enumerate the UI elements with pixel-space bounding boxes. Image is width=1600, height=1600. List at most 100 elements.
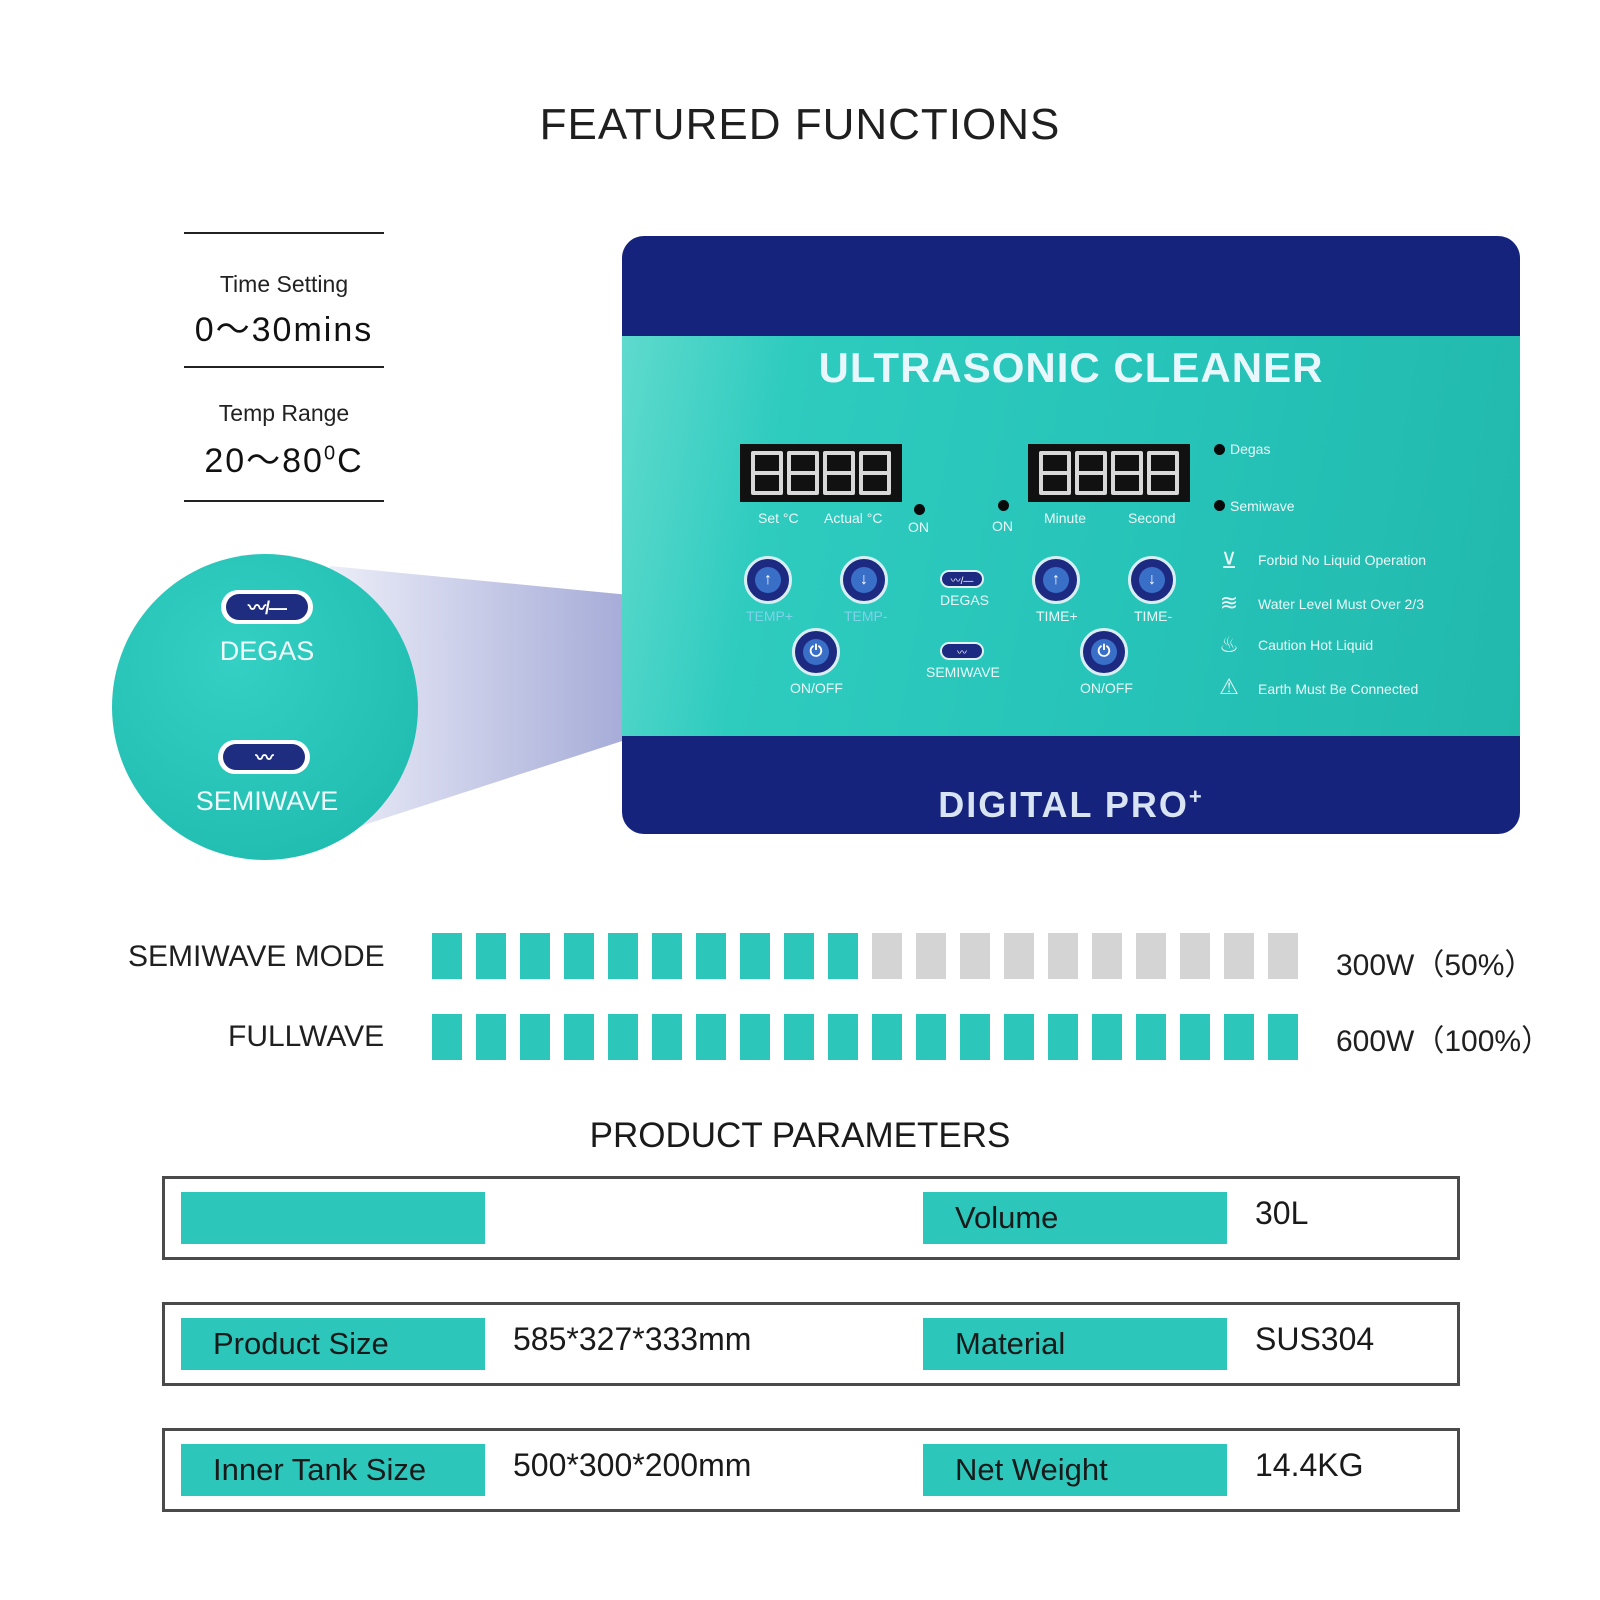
power-segment-on <box>476 1014 506 1060</box>
degas-wave-icon: 〰/— <box>226 594 308 620</box>
display-digit <box>1111 451 1143 495</box>
temp-down-button[interactable]: ↓ <box>840 556 888 604</box>
timer-on-led <box>998 500 1009 511</box>
second-label: Second <box>1128 510 1176 526</box>
panel-brand: DIGITAL PRO+ <box>938 784 1204 825</box>
semiwave-button-zoom: 〰 <box>218 740 310 774</box>
power-segment-on <box>696 933 726 979</box>
heater-power-button[interactable]: ⏻ <box>792 628 840 676</box>
display-digit <box>859 451 891 495</box>
semiwave-led <box>1214 500 1225 511</box>
power-icon: ⏻ <box>803 639 829 665</box>
parameter-key: Volume <box>923 1192 1227 1244</box>
power-segment-on <box>1224 1014 1254 1060</box>
power-segment-on <box>1092 1014 1122 1060</box>
temperature-display <box>740 444 902 502</box>
power-segment-off <box>1004 933 1034 979</box>
heater-power-label: ON/OFF <box>790 680 843 696</box>
power-segment-on <box>1268 1014 1298 1060</box>
zoom-detail-circle: 〰/— DEGAS 〰 SEMIWAVE <box>112 554 418 860</box>
power-segment-on <box>872 1014 902 1060</box>
temp-up-label: TEMP+ <box>746 608 794 624</box>
temp-range-label: Temp Range <box>218 400 350 426</box>
semiwave-mode-label: SEMIWAVE MODE <box>128 940 385 973</box>
time-down-label: TIME- <box>1134 608 1173 624</box>
semiwave-label-zoom: SEMIWAVE <box>195 786 339 816</box>
semiwave-button[interactable]: 〰 <box>940 642 984 660</box>
power-segment-on <box>564 933 594 979</box>
power-segment-on <box>696 1014 726 1060</box>
power-segment-off <box>872 933 902 979</box>
panel-face <box>622 336 1520 736</box>
power-segment-off <box>916 933 946 979</box>
display-digit <box>1075 451 1107 495</box>
power-segment-on <box>1004 1014 1034 1060</box>
degas-led <box>1214 444 1225 455</box>
warning-text: Forbid No Liquid Operation <box>1258 552 1427 568</box>
degas-button-label: DEGAS <box>940 592 990 608</box>
display-digit <box>751 451 783 495</box>
semiwave-wave-icon: 〰 <box>957 647 967 659</box>
hot-liquid-warning-icon: ♨ <box>1219 632 1239 657</box>
semiwave-button-label: SEMIWAVE <box>926 664 1000 680</box>
degas-wave-icon: 〰/— <box>950 575 974 587</box>
page-title: FEATURED FUNCTIONS <box>539 100 1061 149</box>
parameter-key: Net Weight <box>923 1444 1227 1496</box>
ultrasonic-power-button[interactable]: ⏻ <box>1080 628 1128 676</box>
power-segment-on <box>432 933 462 979</box>
divider <box>184 500 384 502</box>
parameter-value: SUS304 <box>1255 1321 1375 1357</box>
fullwave-power-text: 600W（100%） <box>1336 1025 1552 1058</box>
power-segment-on <box>784 1014 814 1060</box>
no-liquid-warning-icon: ⊻ <box>1220 548 1238 573</box>
power-segment-on <box>476 933 506 979</box>
earth-warning-icon: ⚠ <box>1219 674 1239 699</box>
control-panel: ULTRASONIC CLEANER Set °C Actual °C ON O… <box>622 236 1520 834</box>
power-segment-on <box>916 1014 946 1060</box>
parameter-row: Product Size 585*327*333mm Material SUS3… <box>162 1302 1460 1386</box>
power-segment-on <box>960 1014 990 1060</box>
panel-title: ULTRASONIC CLEANER <box>818 344 1324 391</box>
warning-text: Earth Must Be Connected <box>1258 681 1419 697</box>
actual-temp-label: Actual °C <box>824 510 883 526</box>
power-segment-on <box>740 1014 770 1060</box>
power-segment-on <box>828 933 858 979</box>
parameter-value: 585*327*333mm <box>513 1321 752 1357</box>
divider <box>184 366 384 368</box>
degas-button[interactable]: 〰/— <box>940 570 984 588</box>
power-segment-on <box>1048 1014 1078 1060</box>
semiwave-power-bar <box>432 933 1298 979</box>
minute-label: Minute <box>1044 510 1087 526</box>
power-segment-on <box>432 1014 462 1060</box>
power-segment-on <box>520 933 550 979</box>
temp-up-button[interactable]: ↑ <box>744 556 792 604</box>
power-segment-on <box>652 933 682 979</box>
power-segment-on <box>520 1014 550 1060</box>
divider <box>184 232 384 234</box>
set-temp-label: Set °C <box>758 510 799 526</box>
ultrasonic-power-label: ON/OFF <box>1080 680 1133 696</box>
water-level-warning-icon: ≋ <box>1219 590 1239 615</box>
parameter-key: Product Size <box>181 1318 485 1370</box>
parameter-value: 30L <box>1255 1195 1309 1231</box>
power-segment-on <box>784 933 814 979</box>
warning-text: Caution Hot Liquid <box>1258 637 1374 653</box>
parameter-key: Inner Tank Size <box>181 1444 485 1496</box>
time-down-button[interactable]: ↓ <box>1128 556 1176 604</box>
degas-led-label: Degas <box>1230 441 1271 457</box>
degas-label-zoom: DEGAS <box>219 636 315 666</box>
power-segment-off <box>1224 933 1254 979</box>
display-digit <box>1147 451 1179 495</box>
parameter-row: Volume 30L <box>162 1176 1460 1260</box>
power-segment-on <box>1180 1014 1210 1060</box>
time-up-button[interactable]: ↑ <box>1032 556 1080 604</box>
display-digit <box>1039 451 1071 495</box>
temp-range-value: 20～800C <box>204 442 364 480</box>
time-up-label: TIME+ <box>1036 608 1078 624</box>
arrow-up-icon: ↑ <box>1043 567 1069 593</box>
semiwave-power-text: 300W（50%） <box>1336 949 1535 982</box>
parameter-key <box>181 1192 485 1244</box>
power-segment-on <box>828 1014 858 1060</box>
parameter-value: 14.4KG <box>1255 1447 1364 1483</box>
power-segment-on <box>608 933 638 979</box>
